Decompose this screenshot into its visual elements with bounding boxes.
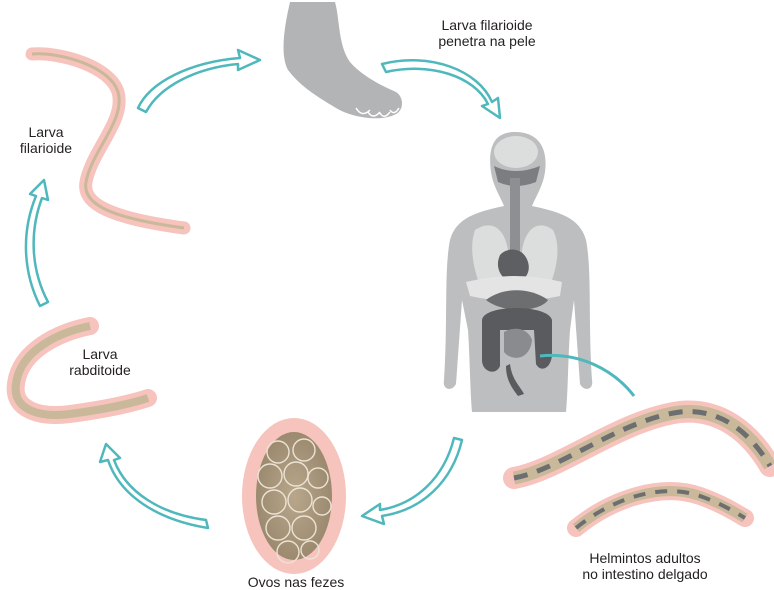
penetration-label: Larva filarioide penetra na pele xyxy=(438,17,536,49)
adult-worms-label: Helmintos adultos no intestino delgado xyxy=(582,550,708,582)
foot-illustration xyxy=(283,2,402,119)
filariform-larva-illustration xyxy=(25,47,191,235)
eggs-label: Ovos nas fezes xyxy=(247,574,345,590)
arrow-rhabditiform-to-filariform xyxy=(24,178,50,308)
intestine-pointer xyxy=(539,353,636,397)
arrow-body-to-eggs xyxy=(360,436,464,526)
filariform-larva-label: Larva filarioide xyxy=(19,124,73,156)
human-body-illustration xyxy=(443,132,593,412)
arrow-larva-to-foot xyxy=(136,48,262,114)
arrow-eggs-to-rhabditiform xyxy=(98,442,210,530)
cycle-arrows xyxy=(24,48,502,530)
eggs-illustration xyxy=(242,418,346,574)
rhabditiform-larva-illustration xyxy=(6,317,157,424)
rhabditiform-larva-label: Larva rabditoide xyxy=(69,346,131,378)
arrow-foot-to-body xyxy=(380,59,502,120)
adult-worms-illustration xyxy=(503,400,774,537)
